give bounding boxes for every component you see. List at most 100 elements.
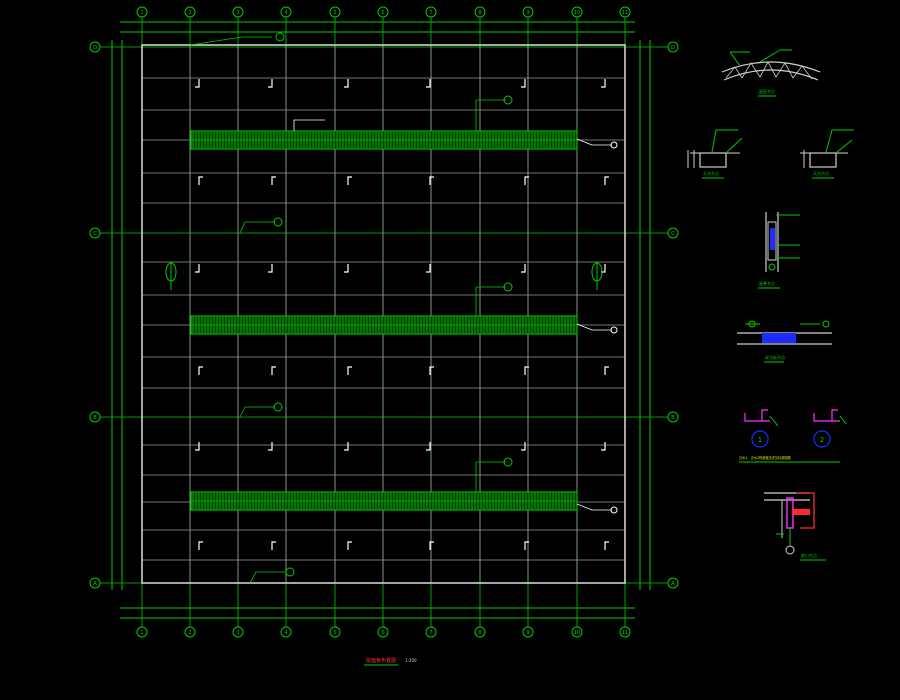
clip-mark [198, 541, 203, 550]
clip-mark [524, 176, 529, 185]
column-axis-bubble-label: 5 [333, 630, 336, 636]
row-axis-bubble: C [667, 227, 679, 239]
clip-mark [521, 264, 526, 273]
clip-mark [429, 366, 434, 375]
row-axis-bubble: D [667, 41, 679, 53]
skylight-strip [190, 491, 578, 511]
column-axis-bubble: 8 [474, 626, 486, 638]
dimension-lines [111, 21, 651, 619]
clip-mark [344, 79, 349, 88]
clip-mark [344, 264, 349, 273]
column-axis-bubble-label: 2 [188, 630, 191, 636]
column-axis-bubble: 8 [474, 6, 486, 18]
balloon-1-label: 1 [758, 436, 762, 444]
column-axis-bubble: 10 [571, 6, 583, 18]
eave-detail: 檐口节点 [764, 492, 826, 561]
clip-mark [426, 264, 431, 273]
note-leader [239, 217, 283, 234]
gutter-detail-right: 天沟节点 [800, 129, 854, 179]
leader-line [293, 119, 325, 131]
row-axis-bubble-label: C [671, 231, 675, 237]
note-leader [475, 95, 513, 131]
balloon-2-label: 2 [820, 436, 824, 444]
clip-mark [271, 541, 276, 550]
column-axis-bubble-label: 7 [429, 630, 432, 636]
row-axis-bubbles-left: A B C D [89, 41, 101, 589]
flashing-detail-1: 1 [744, 409, 779, 448]
row-axis-bubble: D [89, 41, 101, 53]
row-axis-bubble-label: D [671, 45, 675, 51]
caption-eave: 檐口节点 [801, 552, 817, 558]
column-axis-bubble-label: 11 [622, 630, 628, 636]
ridge-detail: 屋脊节点 [758, 212, 800, 289]
column-axis-bubble-label: 5 [333, 10, 336, 16]
column-axis-bubble-label: 2 [188, 10, 191, 16]
column-axis-bubble-label: 7 [429, 10, 432, 16]
clip-mark [426, 79, 431, 88]
drain-callout [576, 503, 618, 514]
column-axis-bubble: 4 [280, 6, 292, 18]
clip-mark [601, 442, 606, 451]
column-axis-bubble-label: 9 [526, 630, 529, 636]
panel-clip-marks [195, 79, 609, 550]
clip-mark [195, 442, 200, 451]
clip-mark [524, 541, 529, 550]
clip-mark [195, 79, 200, 88]
roof-section-detail: 屋面节点 [721, 49, 821, 97]
skylight-detail: 采光板节点 [737, 320, 832, 363]
clip-mark [604, 176, 609, 185]
caption-roof-section: 屋面节点 [759, 88, 775, 94]
column-axis-bubble-label: 1 [140, 10, 143, 16]
skylight-strip [190, 130, 578, 150]
clip-mark [198, 366, 203, 375]
row-axis-bubble: A [89, 577, 101, 589]
row-axis-bubbles-right: A B C D [667, 41, 679, 589]
clip-mark [347, 176, 352, 185]
clip-mark [268, 264, 273, 273]
column-axis-bubble-label: 3 [236, 10, 239, 16]
roof-outline [141, 44, 626, 584]
column-axis-bubble: 9 [522, 626, 534, 638]
column-axis-bubble: 6 [377, 626, 389, 638]
note-leader [239, 402, 283, 418]
column-axis-bubble: 3 [232, 6, 244, 18]
column-axis-bubble-label: 8 [478, 10, 481, 16]
column-axis-bubble-label: 8 [478, 630, 481, 636]
clip-mark [344, 442, 349, 451]
section-mark-left [165, 262, 177, 290]
clip-mark [604, 541, 609, 550]
row-axis-bubble: A [667, 577, 679, 589]
row-axis-bubble-label: B [93, 415, 97, 421]
clip-mark [604, 366, 609, 375]
caption-gutter-left: 天沟节点 [703, 170, 719, 176]
clip-mark [429, 541, 434, 550]
column-axis-bubble-label: 11 [622, 10, 628, 16]
column-axis-bubble: 11 [619, 626, 631, 638]
row-axis-bubble-label: D [93, 45, 97, 51]
sheet-title: 屋面板布置图 [366, 657, 396, 664]
note-leader [189, 32, 285, 46]
drain-callout [576, 323, 618, 334]
clip-mark [195, 264, 200, 273]
column-axis-bubble-label: 6 [381, 10, 384, 16]
column-axis-bubble: 9 [522, 6, 534, 18]
clip-mark [271, 176, 276, 185]
row-axis-bubble-label: C [93, 231, 97, 237]
row-axis-bubble: C [89, 227, 101, 239]
note-leaders [189, 32, 618, 584]
column-axis-bubble: 7 [425, 6, 437, 18]
clip-mark [268, 442, 273, 451]
column-axis-bubble: 4 [280, 626, 292, 638]
flashing-detail-2: 2 [813, 409, 847, 448]
drain-callout [576, 138, 618, 149]
column-axis-bubble: 1 [136, 626, 148, 638]
column-axis-bubble: 6 [377, 6, 389, 18]
column-axis-bubble: 5 [329, 626, 341, 638]
column-axis-bubble-label: 10 [574, 10, 580, 16]
skylight-strip [190, 315, 578, 335]
row-axis-bubble: B [667, 411, 679, 423]
